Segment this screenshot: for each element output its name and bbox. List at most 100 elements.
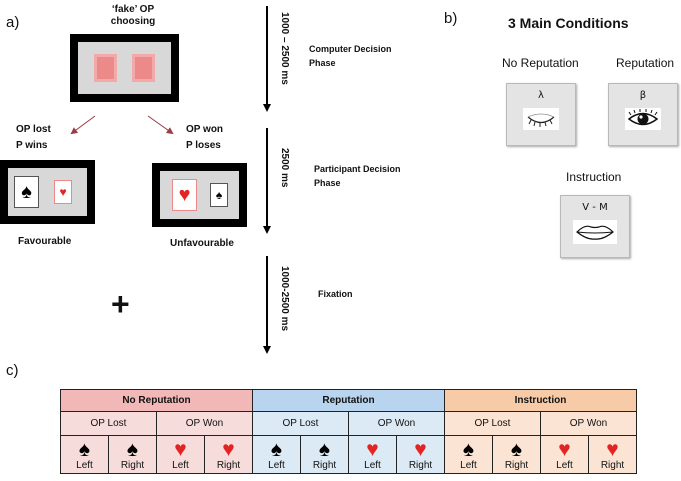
condition-table: No Reputation Reputation Instruction OP …: [60, 389, 637, 474]
op-won-line2: P loses: [186, 140, 221, 151]
side-label: Right: [216, 459, 241, 471]
phase-2-line1: Participant Decision: [314, 164, 401, 174]
side-label: Left: [268, 459, 285, 471]
outcome-op-won: OP Won: [156, 411, 253, 436]
group-reputation: Reputation: [252, 389, 445, 412]
heart-icon: ♥: [178, 183, 191, 206]
heart-card: ♥: [172, 179, 197, 211]
phase-3-label: Fixation: [318, 289, 353, 299]
outcome-op-lost: OP Lost: [60, 411, 157, 436]
duration-3: 1000-2500 ms: [279, 266, 290, 332]
cell: ♠Left: [60, 435, 109, 474]
outcome-row: OP Lost OP Won OP Lost OP Won OP Lost OP…: [60, 411, 637, 436]
timeline-arrow-3: [266, 256, 268, 348]
screen-surface: ♥ ♠: [160, 171, 239, 219]
fake-op-title: ‘fake’ OP choosing: [88, 4, 178, 28]
reputation-symbol: β: [639, 90, 647, 101]
group-instruction: Instruction: [444, 389, 637, 412]
branch-arrows: [70, 115, 174, 135]
fake-op-title-line1: ‘fake’ OP: [111, 4, 155, 15]
fixation-cross: +: [111, 286, 130, 322]
side-label: Left: [460, 459, 477, 471]
cell: ♠Right: [492, 435, 541, 474]
favourable-label: Favourable: [18, 236, 72, 247]
panel-a-label: a): [6, 14, 20, 31]
side-label: Right: [120, 459, 145, 471]
screen-surface: [78, 42, 171, 94]
face-down-card-left: [94, 54, 117, 82]
op-lost-line1: OP lost: [16, 124, 51, 135]
unfavourable-label: Unfavourable: [170, 238, 234, 249]
computer-choice-screen: [70, 34, 179, 102]
side-label: Right: [504, 459, 529, 471]
heart-icon: ♥: [366, 437, 379, 461]
open-eye-icon: [625, 108, 661, 130]
reputation-box: β: [608, 83, 678, 146]
timeline-arrow-1: [266, 6, 268, 106]
cell: ♥Right: [588, 435, 637, 474]
side-label: Left: [556, 459, 573, 471]
arrowhead-3: [263, 346, 271, 354]
cell: ♠Left: [252, 435, 301, 474]
cell: ♥Left: [540, 435, 589, 474]
outcome-op-lost: OP Lost: [252, 411, 349, 436]
spade-icon: ♠: [215, 188, 223, 202]
heart-card: ♥: [54, 180, 72, 204]
group-header-row: No Reputation Reputation Instruction: [60, 389, 637, 412]
op-won-line1: OP won: [186, 124, 224, 135]
no-reputation-label: No Reputation: [502, 56, 579, 70]
phase-1-line1: Computer Decision: [309, 44, 392, 54]
cell-row: ♠Left ♠Right ♥Left ♥Right ♠Left ♠Right ♥…: [60, 435, 637, 474]
arrowhead-1: [263, 104, 271, 112]
arrow-to-unfavourable: [147, 115, 174, 135]
phase-2-label: Participant Decision Phase: [314, 162, 401, 190]
spade-icon: ♠: [270, 437, 283, 461]
cell: ♠Right: [108, 435, 157, 474]
panel-b-label: b): [444, 10, 458, 27]
instruction-box: V - M: [560, 195, 630, 258]
side-label: Right: [600, 459, 625, 471]
timeline-arrow-2: [266, 128, 268, 228]
spade-icon: ♠: [21, 180, 32, 203]
cell: ♠Right: [300, 435, 349, 474]
heart-icon: ♥: [606, 437, 619, 461]
group-no-reputation: No Reputation: [60, 389, 253, 412]
cell: ♥Right: [396, 435, 445, 474]
closed-eye-icon: [523, 108, 559, 130]
cell: ♥Left: [348, 435, 397, 474]
outcome-op-lost: OP Lost: [444, 411, 541, 436]
arrow-to-favourable: [70, 115, 96, 135]
instruction-symbol: V - M: [582, 202, 608, 213]
spade-icon: ♠: [78, 437, 91, 461]
cell: ♥Left: [156, 435, 205, 474]
face-down-card-right: [132, 54, 155, 82]
side-label: Left: [172, 459, 189, 471]
spade-icon: ♠: [510, 437, 523, 461]
duration-1: 1000 – 2500 ms: [279, 12, 290, 85]
heart-icon: ♥: [59, 185, 67, 199]
spade-icon: ♠: [318, 437, 331, 461]
spade-card: ♠: [210, 183, 228, 207]
cell: ♥Right: [204, 435, 253, 474]
duration-2: 2500 ms: [279, 148, 290, 188]
reputation-label: Reputation: [616, 56, 675, 70]
no-reputation-symbol: λ: [538, 90, 544, 101]
screen-surface: ♠ ♥: [8, 168, 87, 216]
arrowhead-2: [263, 226, 271, 234]
side-label: Left: [364, 459, 381, 471]
spade-icon: ♠: [126, 437, 139, 461]
heart-icon: ♥: [174, 437, 187, 461]
side-label: Left: [76, 459, 93, 471]
panel-c-label: c): [6, 362, 19, 379]
heart-icon: ♥: [414, 437, 427, 461]
op-lost-line2: P wins: [16, 140, 48, 151]
outcome-op-won: OP Won: [540, 411, 637, 436]
heart-icon: ♥: [222, 437, 235, 461]
phase-2-line2: Phase: [314, 178, 341, 188]
cell: ♠Left: [444, 435, 493, 474]
fake-op-title-line2: choosing: [110, 16, 156, 27]
side-label: Right: [408, 459, 433, 471]
outcome-op-won: OP Won: [348, 411, 445, 436]
spade-card: ♠: [14, 176, 39, 208]
phase-1-label: Computer Decision Phase: [309, 42, 392, 70]
